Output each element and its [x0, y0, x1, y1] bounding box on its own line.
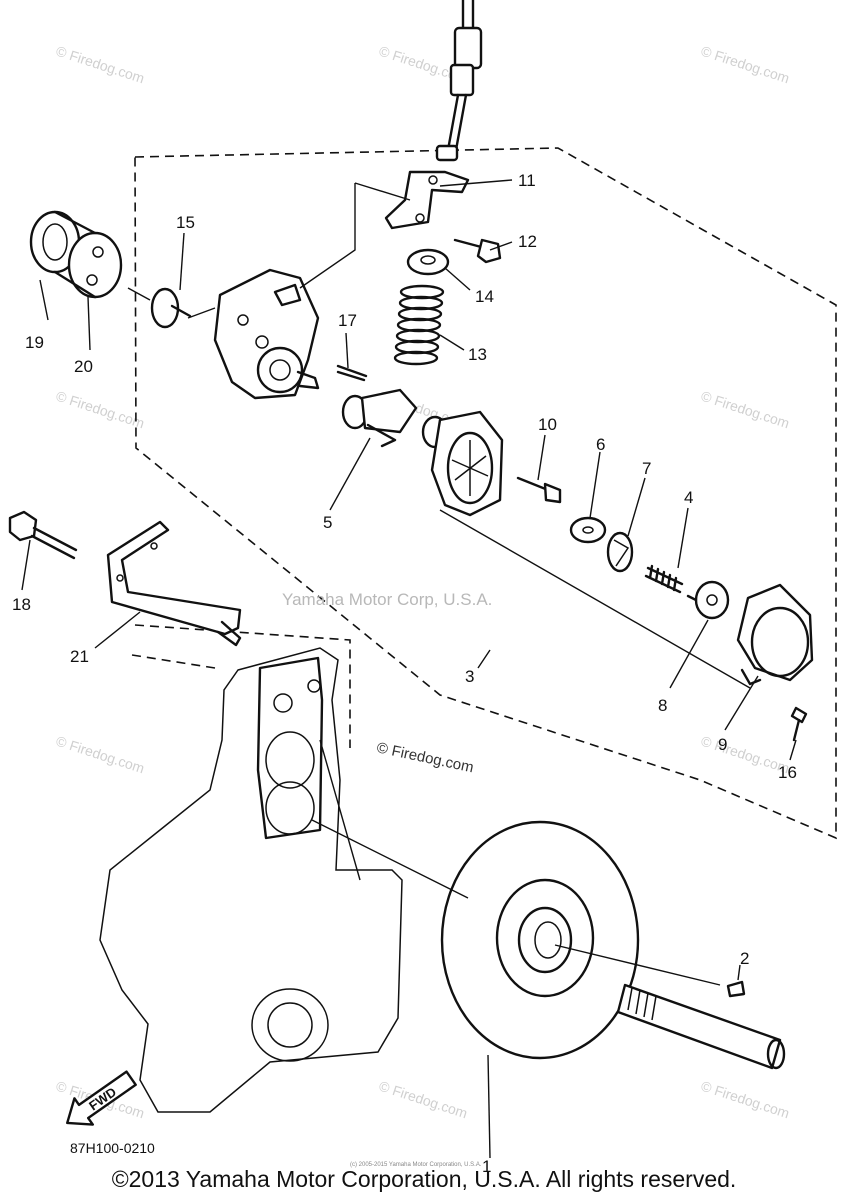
fine-print: (c) 2005-2015 Yamaha Motor Corporation, …: [350, 1162, 482, 1168]
pin-17: [336, 364, 368, 382]
clip-7: [606, 531, 634, 573]
callout-5: 5: [323, 513, 332, 532]
callout-14: 14: [475, 287, 494, 306]
screw-4: [644, 564, 684, 594]
drive-shaft: [616, 983, 786, 1070]
callout-21: 21: [70, 647, 89, 666]
watermark: © Firedog.com: [54, 733, 146, 777]
assembly-leader: [127, 182, 751, 986]
callout-17: 17: [338, 311, 357, 330]
callout-18: 18: [12, 595, 31, 614]
callout-13: 13: [468, 345, 487, 364]
sheave-1: [440, 820, 640, 1060]
callout-6: 6: [596, 435, 605, 454]
callout-4: 4: [684, 488, 693, 507]
watermark: © Firedog.com: [699, 1078, 791, 1122]
cover-9: [736, 583, 814, 686]
watermark: © Firedog.com: [54, 388, 146, 432]
crankcase: [99, 647, 403, 1113]
collar-14: [406, 248, 450, 276]
watermark: © Firedog.com: [699, 388, 791, 432]
yamaha-watermark: Yamaha Motor Corp, U.S.A.: [282, 590, 492, 609]
bracket-21: [106, 520, 242, 647]
callout-3: 3: [465, 667, 474, 686]
spring-13: [393, 284, 445, 366]
key-2: [726, 980, 746, 998]
callout-19: 19: [25, 333, 44, 352]
bracket-mount-guide: [131, 624, 351, 748]
callout-leaders: [21, 179, 797, 1159]
callout-12: 12: [518, 232, 537, 251]
bolt-12: [453, 238, 502, 264]
bolt-18: [8, 510, 78, 560]
watermark: © Firedog.com: [699, 43, 791, 87]
callout-labels: 1 2 3 4 5 6 7 8 9 10 11 12 13 14 15 16 1…: [12, 171, 797, 1176]
shaft-5: [341, 388, 418, 448]
callout-20: 20: [74, 357, 93, 376]
callout-8: 8: [658, 696, 667, 715]
screw-16: [790, 706, 808, 742]
watermark: © Firedog.com: [377, 1078, 469, 1122]
drawing-code: 87H100-0210: [70, 1140, 155, 1156]
callout-2: 2: [740, 949, 749, 968]
lever-plate-11: [384, 170, 470, 230]
callout-1: 1: [482, 1157, 491, 1176]
cup-20: [53, 210, 123, 299]
governor-housing: [213, 268, 320, 400]
callout-7: 7: [642, 459, 651, 478]
throttle-cable: [435, 0, 483, 162]
firedog-watermark: © Firedog.com: [375, 739, 475, 776]
spacer-15: [150, 287, 192, 329]
washer-6: [569, 516, 607, 544]
callout-15: 15: [176, 213, 195, 232]
callout-10: 10: [538, 415, 557, 434]
callout-9: 9: [718, 735, 727, 754]
callout-11: 11: [518, 171, 536, 190]
inner-housing: [421, 410, 504, 517]
copyright-notice: ©2013 Yamaha Motor Corporation, U.S.A. A…: [111, 1166, 737, 1192]
bolt-10: [516, 476, 562, 504]
watermark: © Firedog.com: [54, 43, 146, 87]
callout-16: 16: [778, 763, 797, 782]
rotor-8: [686, 580, 730, 620]
